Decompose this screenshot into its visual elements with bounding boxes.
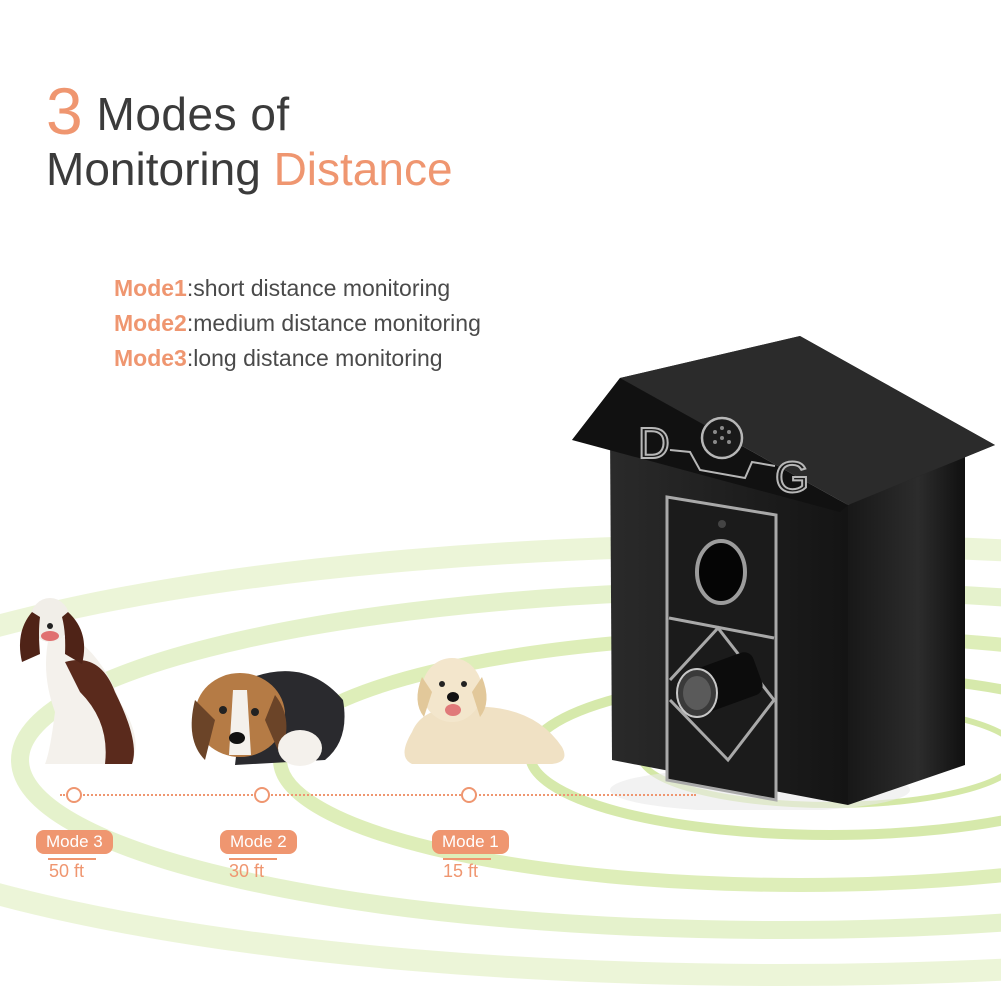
mode-description-item: Mode1:short distance monitoring bbox=[114, 275, 451, 301]
mode-description-item: Mode3:long distance monitoring bbox=[114, 345, 443, 371]
mode-2-underline bbox=[229, 858, 277, 860]
mode-description-item: Mode2:medium distance monitoring bbox=[114, 310, 481, 336]
mode-2-distance: 30 ft bbox=[229, 861, 265, 881]
modes-description-list: Mode1:short distance monitoring Mode2:me… bbox=[114, 274, 481, 379]
page-title: 3 Modes of Monitoring Distance bbox=[46, 74, 453, 195]
mode-1-badge: Mode 1 bbox=[432, 830, 509, 854]
mode-3-badge: Mode 3 bbox=[36, 830, 113, 854]
golden-retriever-puppy-icon bbox=[404, 658, 565, 764]
mode-1-distance: 15 ft bbox=[443, 861, 479, 881]
headline-number: 3 bbox=[46, 74, 84, 148]
mode-2-badge: Mode 2 bbox=[220, 830, 297, 854]
mode-3-underline bbox=[48, 858, 96, 860]
bark-control-dog-house-device-icon: D G bbox=[572, 336, 995, 810]
distance-timeline bbox=[60, 787, 700, 803]
springer-spaniel-icon bbox=[19, 598, 136, 764]
mode-3-marker-icon bbox=[66, 787, 82, 803]
svg-text:G: G bbox=[775, 453, 809, 502]
beagle-puppy-icon bbox=[191, 671, 345, 766]
dotted-distance-line bbox=[60, 794, 696, 796]
svg-text:D: D bbox=[638, 419, 670, 468]
mode-2-marker-icon bbox=[254, 787, 270, 803]
mode-3-distance: 50 ft bbox=[49, 861, 85, 881]
mode-1-underline bbox=[443, 858, 491, 860]
mode-1-marker-icon bbox=[461, 787, 477, 803]
